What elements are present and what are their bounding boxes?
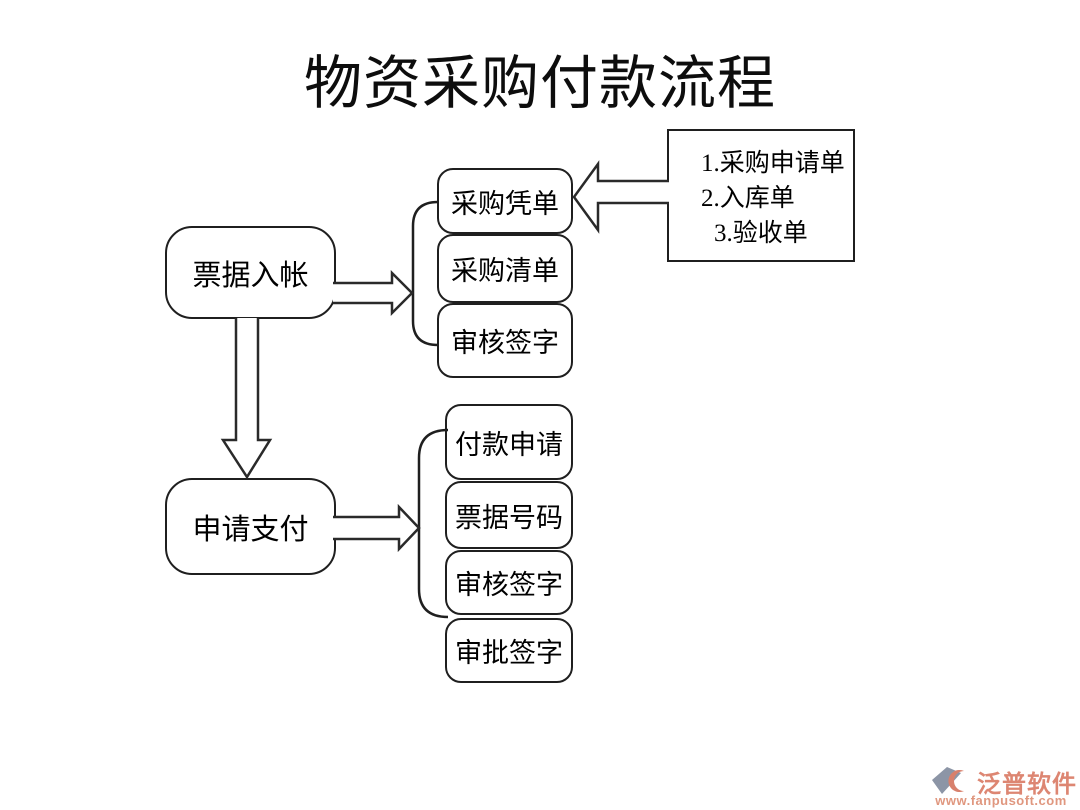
audit-signature-label: 审核签字: [455, 570, 563, 600]
arrow-bills-to-purchase-group: [333, 269, 414, 317]
bracket-payment-group: [417, 428, 449, 619]
arrow-bills-to-payment: [220, 318, 273, 480]
review-signature-box: 审核签字: [437, 303, 573, 378]
source-documents-note: 1.采购申请单 2.入库单 3.验收单: [667, 129, 855, 262]
note-line-2: 2.入库单: [701, 185, 795, 212]
request-payment-box: 申请支付: [165, 478, 336, 575]
fanpu-logo: 泛普软件 www.fanpusoft.com: [925, 766, 1077, 808]
purchase-voucher-label: 采购凭单: [451, 188, 559, 219]
purchase-voucher-box: 采购凭单: [437, 168, 573, 234]
review-signature-label: 审核签字: [451, 328, 559, 358]
brand-name: 泛普软件: [977, 770, 1077, 798]
bills-entry-box: 票据入帐: [165, 226, 336, 319]
approval-signature-label: 审批签字: [455, 638, 563, 668]
audit-signature-box: 审核签字: [445, 550, 573, 615]
note-line-3: 3.验收单: [714, 220, 808, 247]
bracket-purchase-group: [411, 200, 439, 347]
bill-number-label: 票据号码: [455, 502, 563, 533]
purchase-list-box: 采购清单: [437, 234, 573, 303]
source-documents-list: 1.采购申请单 2.入库单 3.验收单: [701, 146, 845, 251]
fanpu-logo-icon: [932, 767, 964, 794]
page-title: 物资采购付款流程: [303, 51, 776, 116]
purchase-list-label: 采购清单: [451, 256, 559, 286]
approval-signature-box: 审批签字: [445, 618, 573, 683]
payment-request-label: 付款申请: [455, 429, 563, 460]
request-payment-label: 申请支付: [192, 513, 309, 546]
arrow-note-to-voucher: [572, 160, 669, 234]
payment-request-box: 付款申请: [445, 404, 573, 480]
note-line-1: 1.采购申请单: [701, 150, 845, 177]
bills-entry-label: 票据入帐: [192, 259, 309, 292]
arrow-payment-to-group: [333, 503, 421, 553]
bill-number-box: 票据号码: [445, 481, 573, 549]
brand-url: www.fanpusoft.com: [935, 793, 1067, 808]
